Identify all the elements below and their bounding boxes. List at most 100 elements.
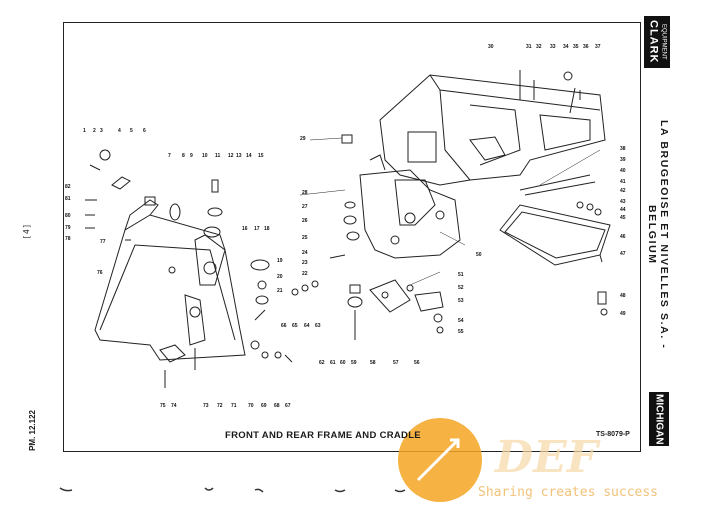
callout-30: 30 — [488, 44, 494, 50]
michigan-logo-text: MICHIGAN — [653, 393, 665, 445]
callout-80: 80 — [65, 213, 71, 219]
callout-69: 69 — [261, 403, 267, 409]
watermark-text: Sharing creates success — [478, 485, 659, 500]
callout-72: 72 — [217, 403, 223, 409]
callout-24: 24 — [302, 250, 308, 256]
callout-5: 5 — [130, 128, 133, 134]
callout-68: 68 — [274, 403, 280, 409]
callout-75: 75 — [160, 403, 166, 409]
callout-81: 81 — [65, 196, 71, 202]
callout-45: 45 — [620, 215, 626, 221]
watermark-logo: DEF — [398, 418, 601, 502]
callout-38: 38 — [620, 146, 626, 152]
callout-15: 15 — [258, 153, 264, 159]
callout-29: 29 — [300, 136, 306, 142]
callout-21: 21 — [277, 288, 283, 294]
callout-22: 22 — [302, 271, 308, 277]
callout-8: 8 — [182, 153, 185, 159]
callout-27: 27 — [302, 204, 308, 210]
callout-2: 2 — [93, 128, 96, 134]
callout-59: 59 — [351, 360, 357, 366]
lower-brackets-drawing — [329, 254, 444, 334]
callout-16: 16 — [242, 226, 248, 232]
callout-35: 35 — [573, 44, 579, 50]
callout-36: 36 — [583, 44, 589, 50]
callout-7: 7 — [168, 153, 171, 159]
tray-drawing — [499, 174, 611, 316]
callout-55: 55 — [458, 329, 464, 335]
callout-39: 39 — [620, 157, 626, 163]
callout-66: 66 — [281, 323, 287, 329]
callout-74: 74 — [171, 403, 177, 409]
callout-50: 50 — [476, 252, 482, 258]
clark-logo: CLARK EQUIPMENT — [644, 16, 670, 68]
callout-25: 25 — [302, 235, 308, 241]
callout-11: 11 — [215, 153, 221, 159]
callout-56: 56 — [414, 360, 420, 366]
callout-42: 42 — [620, 188, 626, 194]
callout-23: 23 — [302, 260, 308, 266]
callout-1: 1 — [83, 128, 86, 134]
watermark-mark: DEF — [493, 432, 601, 483]
callout-51: 51 — [458, 272, 464, 278]
callout-26: 26 — [302, 218, 308, 224]
callout-47: 47 — [620, 251, 626, 257]
callout-49: 49 — [620, 311, 626, 317]
callout-64: 64 — [304, 323, 310, 329]
callout-77: 77 — [100, 239, 106, 245]
callout-48: 48 — [620, 293, 626, 299]
callout-54: 54 — [458, 318, 464, 324]
callout-32: 32 — [536, 44, 542, 50]
callout-58: 58 — [370, 360, 376, 366]
cradle-drawing — [341, 134, 461, 340]
callout-62: 62 — [319, 360, 325, 366]
callout-63: 63 — [315, 323, 321, 329]
callout-3: 3 — [100, 128, 103, 134]
callout-6: 6 — [143, 128, 146, 134]
callout-37: 37 — [595, 44, 601, 50]
callout-67: 67 — [285, 403, 291, 409]
callout-46: 46 — [620, 234, 626, 240]
callout-4: 4 — [118, 128, 121, 134]
callout-31: 31 — [526, 44, 532, 50]
callout-70: 70 — [248, 403, 254, 409]
callout-61: 61 — [330, 360, 336, 366]
callout-19: 19 — [277, 258, 283, 264]
callout-65: 65 — [292, 323, 298, 329]
callout-numbers: 1 2 3 4 5 6 7 8 9 10 11 12 13 14 15 16 1… — [65, 44, 626, 409]
callout-73: 73 — [203, 403, 209, 409]
callout-53: 53 — [458, 298, 464, 304]
callout-76: 76 — [97, 270, 103, 276]
drawing-frame — [63, 22, 641, 452]
callout-34: 34 — [563, 44, 569, 50]
drawing-number: TS-8079-P — [596, 431, 630, 438]
callout-9: 9 — [190, 153, 193, 159]
clark-logo-text: CLARK — [647, 20, 660, 64]
callout-17: 17 — [254, 226, 260, 232]
diagram-caption: FRONT AND REAR FRAME AND CRADLE — [225, 430, 421, 441]
callout-43: 43 — [620, 199, 626, 205]
callout-41: 41 — [620, 179, 626, 185]
callout-10: 10 — [202, 153, 208, 159]
callout-13: 13 — [236, 153, 242, 159]
callout-44: 44 — [620, 207, 626, 213]
callout-57: 57 — [393, 360, 399, 366]
callout-33: 33 — [550, 44, 556, 50]
callout-14: 14 — [246, 153, 252, 159]
leader-lines — [299, 137, 601, 286]
left-small-parts — [85, 149, 319, 388]
callout-78: 78 — [65, 236, 71, 242]
callout-12: 12 — [228, 153, 234, 159]
callout-79: 79 — [65, 225, 71, 231]
callout-18: 18 — [264, 226, 270, 232]
callout-82: 82 — [65, 184, 71, 190]
callout-28: 28 — [302, 190, 308, 196]
michigan-logo: MICHIGAN — [649, 392, 669, 446]
callout-20: 20 — [277, 274, 283, 280]
front-frame-drawing — [94, 196, 246, 363]
rear-frame-drawing — [379, 70, 606, 186]
callout-71: 71 — [231, 403, 237, 409]
scan-marks — [59, 487, 406, 493]
